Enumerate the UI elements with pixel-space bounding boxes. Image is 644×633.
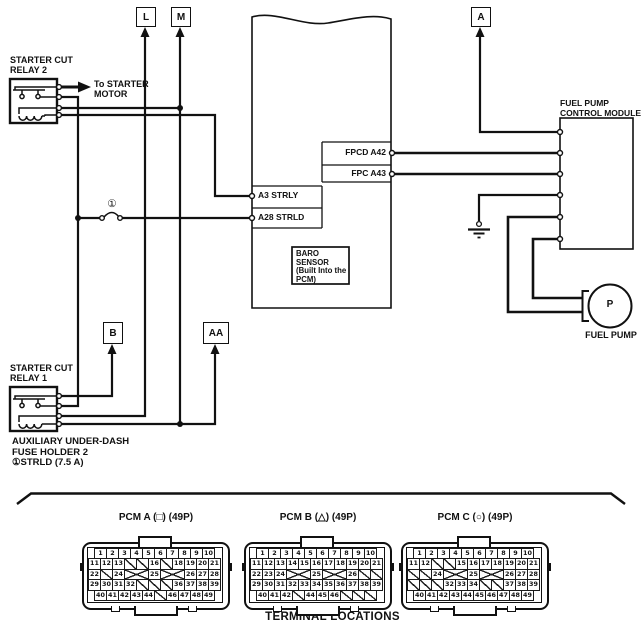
connector-ref-L-label: L (142, 11, 150, 23)
fuel-pump-letter: P (606, 299, 614, 310)
starter-cut-relay-2-label: STARTER CUT RELAY 2 (10, 55, 73, 76)
connector-ref-M-label: M (176, 11, 186, 23)
connector-nub (228, 563, 232, 571)
connector-ref-A: A (471, 7, 491, 27)
fuse-number-label: ① (107, 198, 117, 210)
connector-bottom-tab (453, 606, 497, 616)
pcm-pin-a28-strld: A28 STRLD (258, 212, 305, 222)
connector-ref-AA: AA (203, 322, 229, 344)
terminal-cell: 49 (521, 589, 534, 601)
pcm-pin-fpcd-a42: FPCD A42 (345, 146, 386, 157)
connector-ref-L: L (136, 7, 156, 27)
section-separator (16, 492, 626, 505)
relay-2-symbol (8, 77, 59, 125)
connector-nub (547, 563, 551, 571)
aux-fuse-holder-note: AUXILIARY UNDER-DASH FUSE HOLDER 2 ①STRL… (12, 436, 130, 469)
arrow-up-icons (78, 27, 485, 354)
pcm-a-connector-label: PCM A (□) (49P) (118, 512, 194, 523)
wire-runs (61, 36, 558, 426)
fuel-pump-label: FUEL PUMP (585, 330, 637, 340)
connector-ref-M: M (171, 7, 191, 27)
connector-foot (188, 606, 197, 612)
terminal-cell: 49 (202, 589, 215, 601)
arrow-right-starter-motor-icon (78, 81, 91, 93)
pcm-block (251, 14, 392, 309)
relay-1-symbol (8, 385, 59, 433)
connector-foot (273, 606, 282, 612)
starter-cut-relay-1-label: STARTER CUT RELAY 1 (10, 363, 73, 384)
connector-ref-AA-label: AA (208, 327, 224, 339)
connector-ref-A-label: A (477, 11, 485, 23)
connector-ref-B: B (103, 322, 123, 344)
ground-icon (468, 220, 490, 239)
connector-foot (111, 606, 120, 612)
terminal-circles (55, 83, 564, 428)
fuse-icon (103, 211, 120, 218)
pcm-b-connector-label: PCM B (△) (49P) (279, 512, 357, 523)
connector-bottom-tab (296, 606, 340, 616)
connector-nub (390, 563, 394, 571)
pcm-pin-a3-strly: A3 STRLY (258, 190, 299, 200)
connector-foot (430, 606, 439, 612)
connector-top-tab (457, 536, 491, 547)
pcm-pin-fpc-a43: FPC A43 (351, 167, 386, 178)
connector-foot (350, 606, 359, 612)
baro-sensor-note: BARO SENSOR (Built Into the PCM) (296, 249, 347, 285)
connector-ref-B-label: B (109, 327, 117, 339)
connector-top-tab (300, 536, 334, 547)
terminal-cell-blocked (364, 589, 377, 601)
junction-dots (75, 105, 183, 427)
fuel-pump-symbol (581, 283, 633, 329)
connector-foot (507, 606, 516, 612)
wire-runs-thick (61, 85, 583, 314)
pcm-c-connector-label: PCM C (○) (49P) (437, 512, 513, 523)
baro-sensor-box (291, 246, 350, 285)
fuel-pump-control-module-box (559, 117, 634, 250)
connector-top-tab (138, 536, 172, 547)
fuel-pump-control-module-label: FUEL PUMP CONTROL MODULE (560, 98, 642, 118)
connector-bottom-tab (134, 606, 178, 616)
to-starter-motor-label: To STARTER MOTOR (94, 79, 149, 100)
